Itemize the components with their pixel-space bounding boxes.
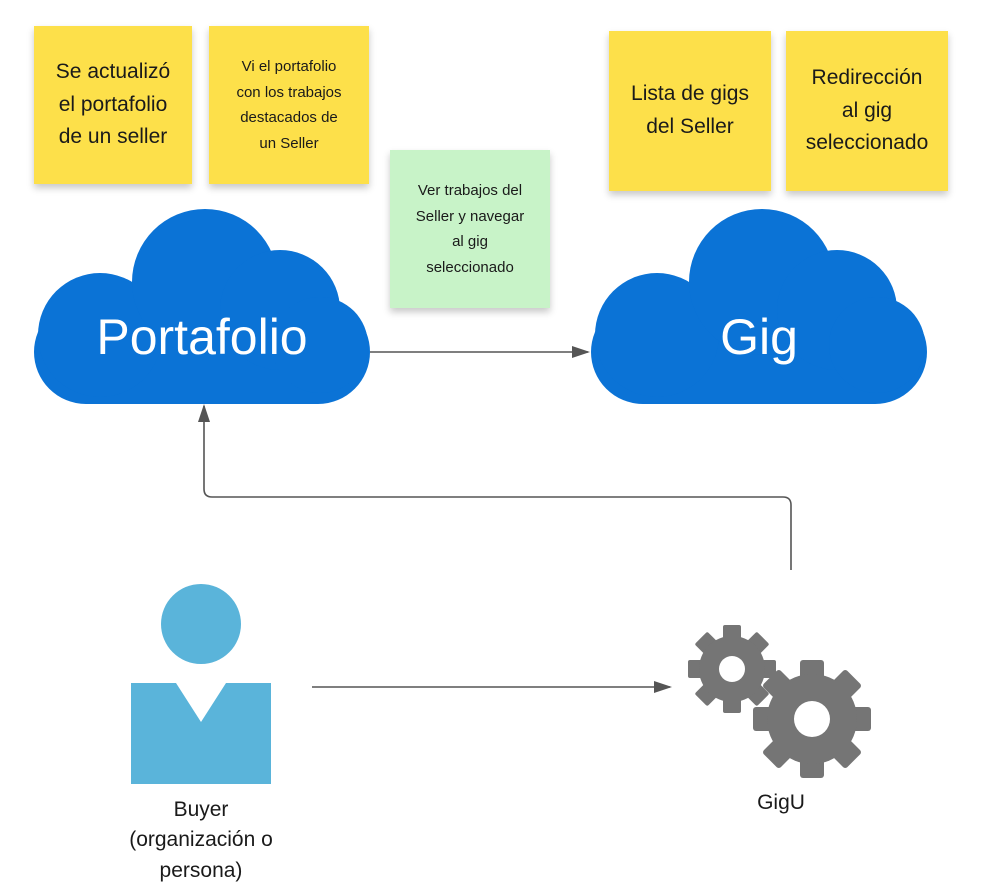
gears-icon[interactable] <box>688 625 871 778</box>
portfolio-cloud-icon[interactable] <box>34 209 370 404</box>
gigu-to-portfolio-arrow[interactable] <box>198 404 792 570</box>
sticky-note-gigs-list[interactable]: Lista de gigs del Seller <box>609 31 771 191</box>
person-icon[interactable] <box>131 584 271 784</box>
portfolio-cloud-label: Portafolio <box>96 309 308 365</box>
sticky-note-portfolio-updated[interactable]: Se actualizó el portafolio de un seller <box>34 26 192 184</box>
sticky-note-redirect[interactable]: Redirección al gig seleccionado <box>786 31 948 191</box>
gig-cloud-icon[interactable] <box>591 209 927 404</box>
gigu-label: GigU <box>757 791 805 814</box>
gig-cloud-label: Gig <box>720 309 798 365</box>
buyer-label: Buyer (organización o persona) <box>129 798 273 882</box>
sticky-note-view-and-navigate[interactable]: Ver trabajos del Seller y navegar al gig… <box>390 150 550 308</box>
sticky-note-portfolio-seen[interactable]: Vi el portafolio con los trabajos destac… <box>209 26 369 184</box>
